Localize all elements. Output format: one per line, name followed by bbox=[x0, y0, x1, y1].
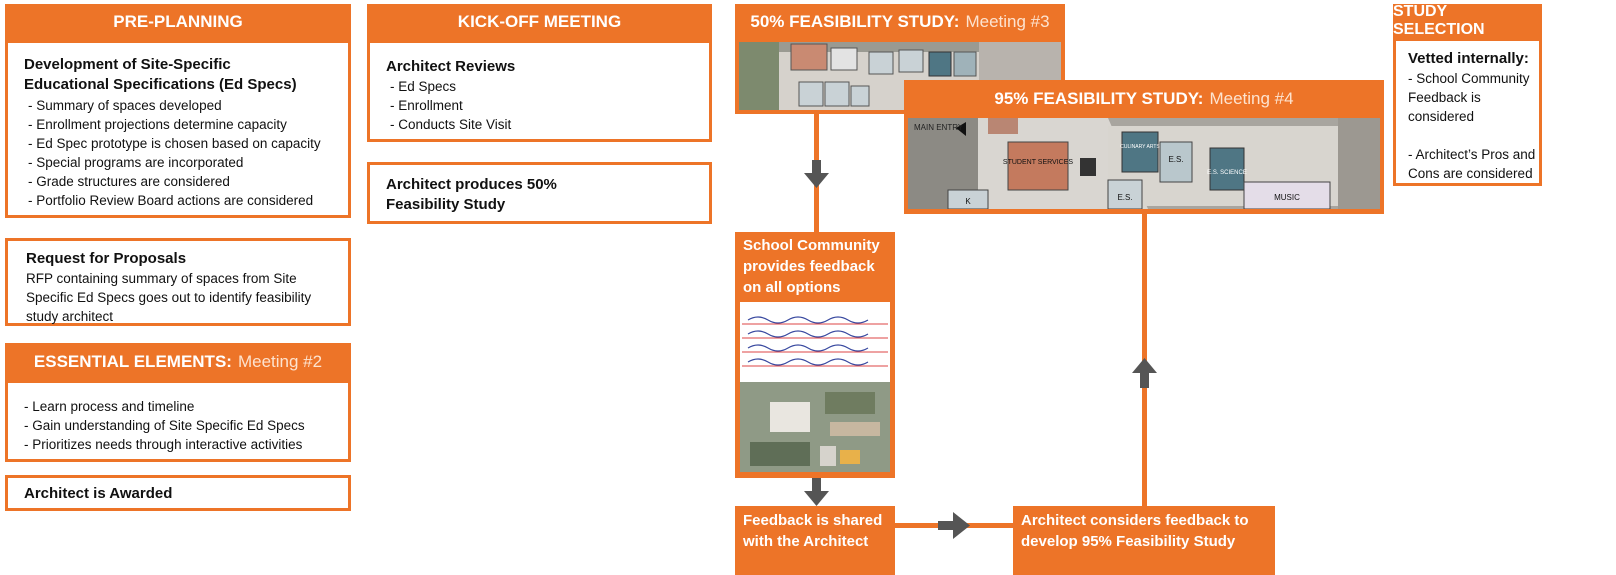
pre-planning-title: PRE-PLANNING bbox=[113, 12, 243, 31]
ed-specs-title-2: Educational Specifications (Ed Specs) bbox=[24, 76, 297, 93]
feedback-shared-box: Feedback is shared with the Architect bbox=[735, 506, 895, 575]
floor-plan-95-image: MAIN ENTRY STUDENT SERVICES CULINARY ART… bbox=[908, 118, 1380, 209]
entry-arrow-icon bbox=[956, 122, 966, 136]
feasibility-50-header: 50% FEASIBILITY STUDY: Meeting #3 bbox=[735, 4, 1065, 40]
school-community-line: on all options bbox=[743, 279, 841, 296]
music-label: MUSIC bbox=[1274, 193, 1300, 202]
arrow-down-icon bbox=[804, 478, 829, 506]
school-community-line: School Community bbox=[743, 237, 880, 254]
architect-considers-box: Architect considers feedback to develop … bbox=[1013, 506, 1275, 575]
ed-specs-box: Development of Site-Specific Educational… bbox=[5, 40, 351, 218]
vetted-title: Vetted internally: bbox=[1408, 50, 1529, 67]
study-selection-spacer bbox=[1408, 126, 1539, 145]
list-item: - Learn process and timeline bbox=[24, 399, 195, 414]
arrow-down-icon bbox=[804, 160, 829, 188]
floor-plan-50-frame bbox=[735, 40, 1065, 114]
meeting-4-label: Meeting #4 bbox=[1209, 88, 1294, 108]
arrow-up-icon bbox=[1132, 358, 1157, 388]
rfp-line: study architect bbox=[26, 309, 114, 324]
feedback-sheet-image bbox=[740, 302, 890, 472]
list-item: - Conducts Site Visit bbox=[390, 117, 512, 132]
meeting-2-label: Meeting #2 bbox=[237, 351, 323, 371]
study-selection-line: Feedback is bbox=[1408, 90, 1481, 105]
main-entry-label: MAIN ENTRY bbox=[914, 123, 964, 132]
rfp-line: RFP containing summary of spaces from Si… bbox=[26, 271, 297, 286]
study-selection-title: STUDY SELECTION bbox=[1393, 3, 1485, 38]
list-item: - Enrollment projections determine capac… bbox=[28, 117, 287, 132]
study-selection-line: considered bbox=[1408, 109, 1475, 124]
architect-awarded-text: Architect is Awarded bbox=[24, 485, 173, 502]
architect-awarded-box: Architect is Awarded bbox=[5, 475, 351, 511]
es-label-2: E.S. bbox=[1117, 193, 1132, 202]
pre-planning-header: PRE-PLANNING bbox=[5, 4, 351, 40]
list-item: - Enrollment bbox=[390, 98, 463, 113]
architect-produces-box: Architect produces 50% Feasibility Study bbox=[367, 162, 712, 224]
es-label: E.S. bbox=[1168, 155, 1183, 164]
architect-considers-line: Architect considers feedback to bbox=[1021, 512, 1249, 529]
rfp-title: Request for Proposals bbox=[26, 250, 187, 267]
architect-produces-line2: Feasibility Study bbox=[386, 196, 506, 213]
study-selection-header: STUDY SELECTION bbox=[1393, 3, 1542, 38]
meeting-3-label: Meeting #3 bbox=[965, 12, 1050, 31]
culinary-label: CULINARY ARTS bbox=[1120, 144, 1160, 150]
arrow-right-icon bbox=[938, 512, 970, 539]
kick-off-header: KICK-OFF MEETING bbox=[367, 4, 712, 40]
kick-off-title: KICK-OFF MEETING bbox=[457, 12, 622, 31]
list-item: - Grade structures are considered bbox=[28, 174, 230, 189]
ed-specs-title-1: Development of Site-Specific bbox=[24, 56, 231, 73]
feasibility-95-title: 95% FEASIBILITY STUDY: bbox=[994, 88, 1204, 108]
study-selection-line: - School Community bbox=[1408, 71, 1530, 86]
list-item: - Prioritizes needs through interactive … bbox=[24, 437, 303, 452]
architect-reviews-box: Architect Reviews - Ed Specs - Enrollmen… bbox=[367, 40, 712, 142]
rfp-line: Specific Ed Specs goes out to identify f… bbox=[26, 290, 312, 305]
list-item: - Summary of spaces developed bbox=[28, 98, 222, 113]
architect-reviews-title: Architect Reviews bbox=[386, 58, 516, 75]
study-selection-line: Cons are considered bbox=[1408, 166, 1533, 181]
essential-elements-box: - Learn process and timeline - Gain unde… bbox=[5, 380, 351, 462]
k-label: K bbox=[965, 197, 971, 206]
es-science-label: E.S. SCIENCE bbox=[1207, 170, 1247, 176]
list-item: - Ed Spec prototype is chosen based on c… bbox=[28, 136, 321, 151]
study-selection-box: Vetted internally: - School Community Fe… bbox=[1393, 38, 1542, 186]
feasibility-95-header: 95% FEASIBILITY STUDY: Meeting #4 bbox=[904, 80, 1384, 117]
essential-elements-header: ESSENTIAL ELEMENTS: Meeting #2 bbox=[5, 343, 351, 380]
list-item: - Gain understanding of Site Specific Ed… bbox=[24, 418, 305, 433]
list-item: - Special programs are incorporated bbox=[28, 155, 244, 170]
list-item: - Portfolio Review Board actions are con… bbox=[28, 193, 314, 208]
rfp-box: Request for Proposals RFP containing sum… bbox=[5, 238, 351, 326]
study-selection-line: - Architect’s Pros and bbox=[1408, 147, 1536, 162]
architect-considers-line: develop 95% Feasibility Study bbox=[1021, 533, 1236, 550]
list-item: - Ed Specs bbox=[390, 79, 457, 94]
floor-plan-95-frame: MAIN ENTRY STUDENT SERVICES CULINARY ART… bbox=[904, 117, 1384, 214]
school-community-line: provides feedback bbox=[743, 258, 875, 275]
feedback-shared-line: with the Architect bbox=[743, 533, 869, 550]
architect-produces-line1: Architect produces 50% bbox=[386, 176, 557, 193]
feasibility-50-title: 50% FEASIBILITY STUDY: bbox=[750, 12, 960, 31]
essential-elements-title: ESSENTIAL ELEMENTS: bbox=[33, 351, 232, 371]
student-services-label: STUDENT SERVICES bbox=[1003, 159, 1073, 166]
feedback-shared-line: Feedback is shared bbox=[743, 512, 883, 529]
